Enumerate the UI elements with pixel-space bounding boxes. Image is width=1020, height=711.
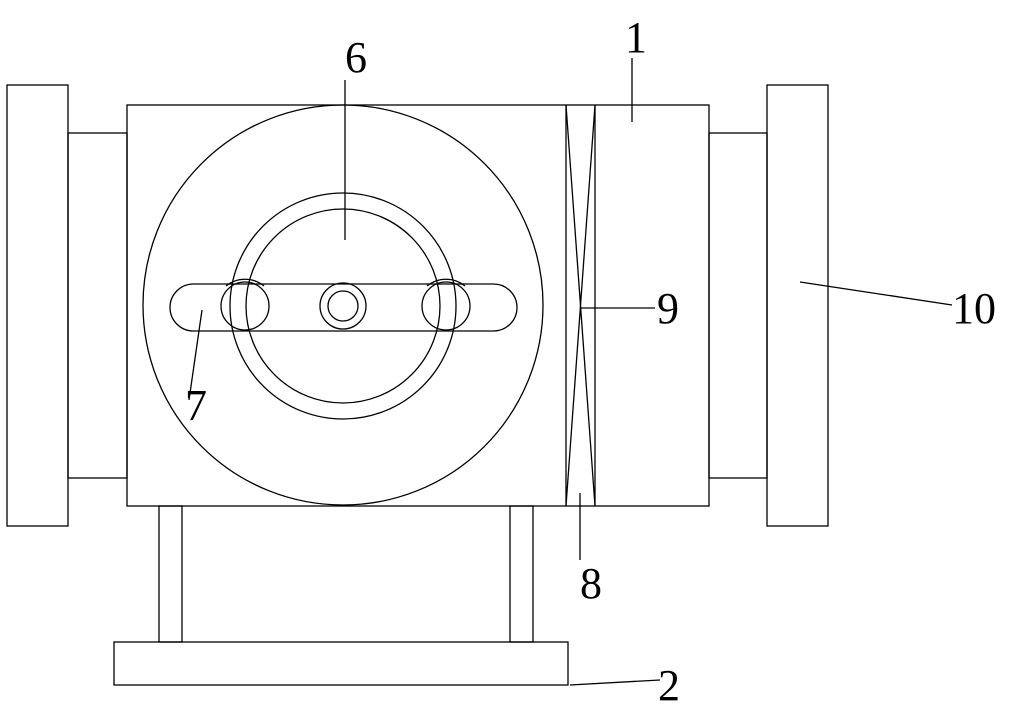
label-1: 1 (625, 13, 647, 62)
leader-7 (188, 309, 203, 401)
label-8: 8 (580, 559, 602, 608)
center-knob-inner (327, 290, 359, 322)
label-6: 6 (345, 33, 367, 82)
label-7: 7 (185, 381, 207, 430)
blade-diagonal-b (565, 104, 596, 507)
rotary-disc (142, 104, 544, 506)
inner-ring-outer (229, 192, 457, 420)
leader-2 (569, 679, 661, 686)
main-body (126, 104, 710, 507)
right-knob (421, 281, 471, 331)
center-knob-outer (319, 282, 367, 330)
right-connector (708, 132, 768, 479)
left-connector (67, 132, 128, 479)
label-2: 2 (658, 661, 680, 710)
label-10: 10 (952, 284, 996, 333)
label-9: 9 (657, 284, 679, 333)
left-leg (158, 505, 183, 643)
right-knob-cap (426, 278, 466, 287)
left-knob (220, 281, 270, 331)
slot-bar (169, 283, 518, 332)
inner-ring-inner (245, 208, 441, 404)
leader-10 (799, 281, 953, 306)
base-plate (113, 641, 569, 686)
left-knob-cap (225, 278, 265, 287)
left-flange (6, 84, 69, 527)
right-flange (766, 84, 829, 527)
right-leg (509, 505, 534, 643)
